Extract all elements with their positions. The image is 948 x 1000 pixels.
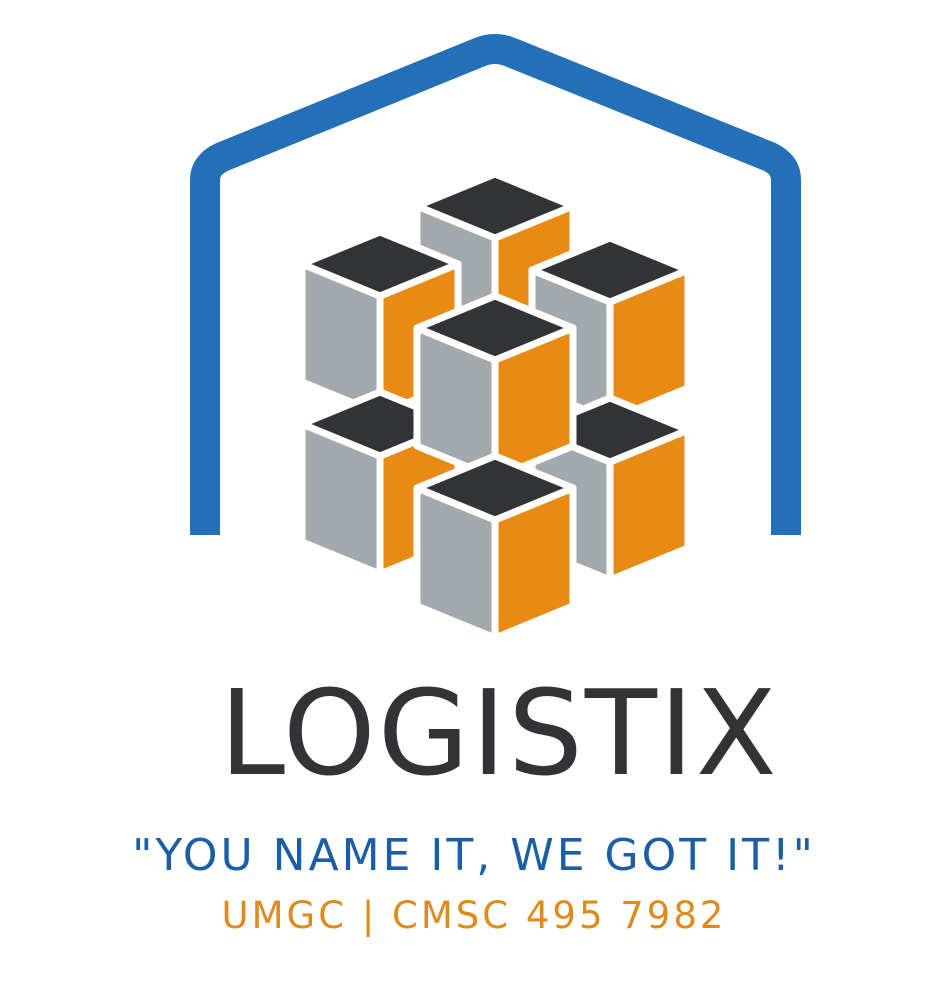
box-top-face: [298, 228, 462, 300]
course-line: UMGC | CMSC 495 7982: [221, 894, 727, 937]
brand-name: LOGISTIX: [219, 664, 779, 802]
brand-slogan: "YOU NAME IT, WE GOT IT!": [132, 830, 816, 881]
stacked-boxes-icon: [298, 170, 692, 640]
box-top-face: [528, 234, 692, 306]
box-top-face: [413, 170, 577, 242]
box-top-face: [413, 292, 577, 364]
warehouse-roof-outline: [190, 34, 801, 535]
warehouse-logo-icon: [190, 34, 801, 640]
box-top-face: [413, 452, 577, 524]
